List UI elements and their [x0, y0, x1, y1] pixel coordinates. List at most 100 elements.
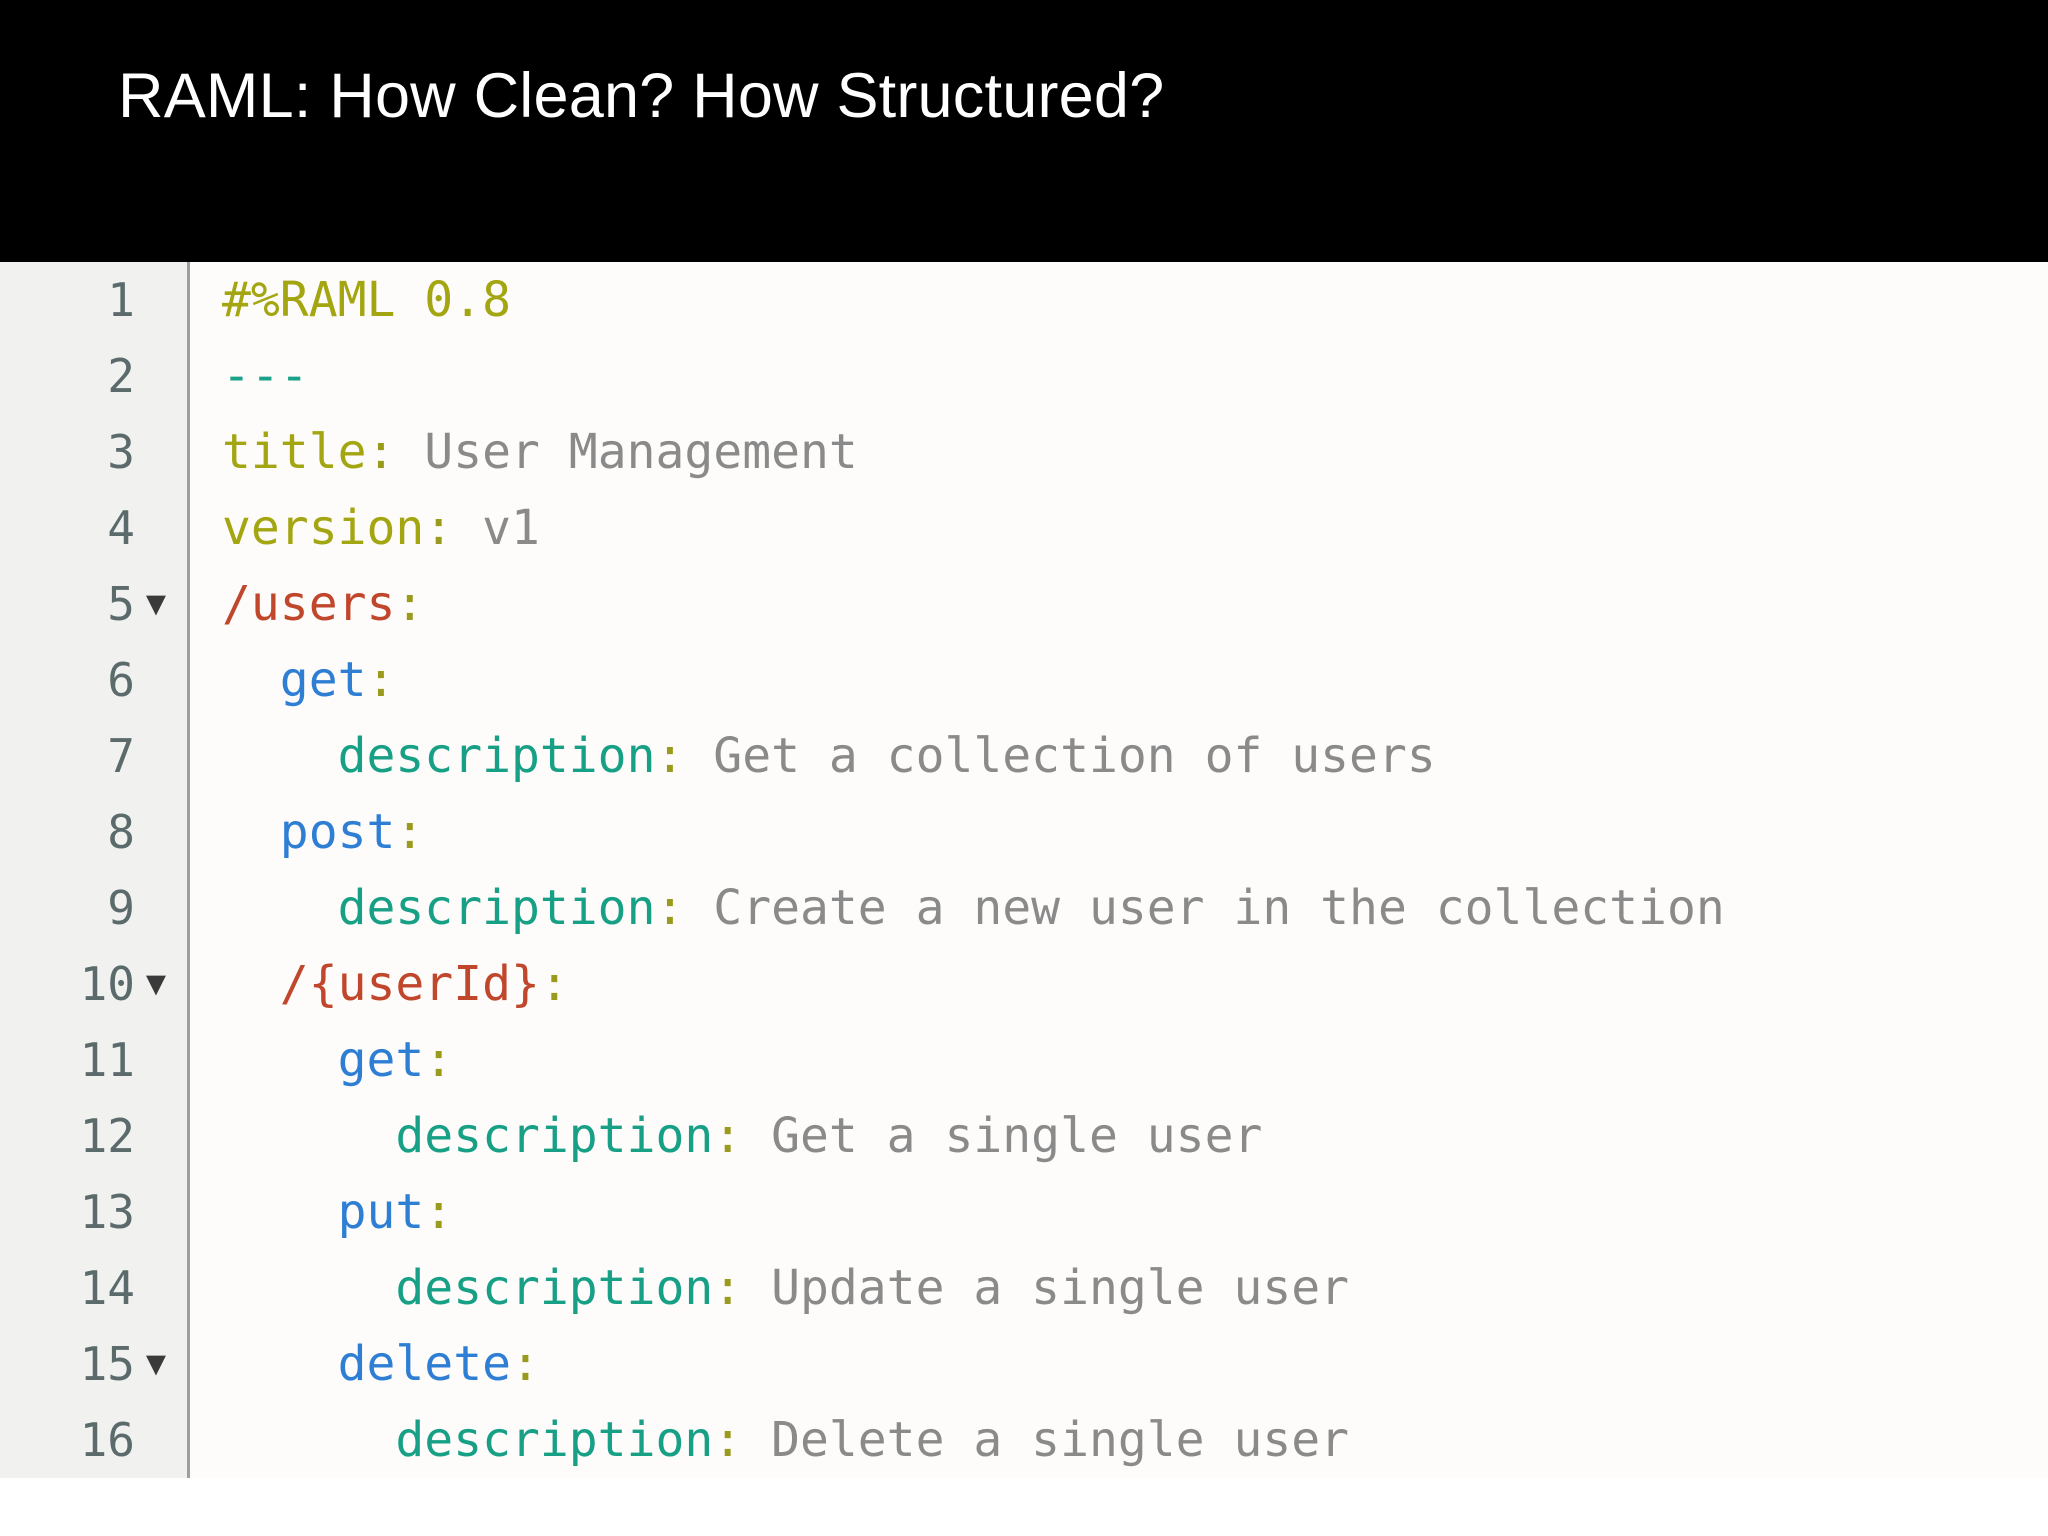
line-number: 6	[107, 653, 135, 707]
code-editor: 1▼#%RAML 0.82▼---3▼title: User Managemen…	[0, 262, 2048, 1478]
line-gutter[interactable]: 8▼	[0, 794, 190, 870]
line-gutter[interactable]: 3▼	[0, 414, 190, 490]
line-gutter[interactable]: 12▼	[0, 1098, 190, 1174]
line-gutter[interactable]: 2▼	[0, 338, 190, 414]
line-gutter[interactable]: 10▼	[0, 946, 190, 1022]
line-number: 1	[107, 273, 135, 327]
code-line[interactable]: 5▼ /users:	[0, 566, 2048, 642]
line-gutter[interactable]: 14▼	[0, 1250, 190, 1326]
line-gutter[interactable]: 13▼	[0, 1174, 190, 1250]
code-tokens: version: v1	[222, 504, 540, 552]
code-tokens: /users:	[222, 580, 424, 628]
code-tokens: description: Create a new user in the co…	[222, 884, 1725, 932]
line-gutter[interactable]: 4▼	[0, 490, 190, 566]
line-gutter[interactable]: 11▼	[0, 1022, 190, 1098]
code-line-text[interactable]: #%RAML 0.8	[190, 262, 2048, 338]
code-line-text[interactable]: description: Get a single user	[190, 1098, 2048, 1174]
fold-triangle-icon[interactable]: ▼	[139, 965, 173, 1003]
line-gutter[interactable]: 15▼	[0, 1326, 190, 1402]
code-token-desckey: description	[337, 880, 656, 936]
code-token-colon: :	[424, 1184, 454, 1240]
code-token-method: get	[279, 652, 367, 708]
code-line-text[interactable]: description: Update a single user	[190, 1250, 2048, 1326]
code-line[interactable]: 16▼ description: Delete a single user	[0, 1402, 2048, 1478]
code-line-text[interactable]: description: Delete a single user	[190, 1402, 2048, 1478]
line-gutter[interactable]: 6▼	[0, 642, 190, 718]
code-token-colon: :	[366, 424, 396, 480]
code-tokens: description: Get a single user	[222, 1112, 1262, 1160]
code-token-colon: :	[713, 1412, 743, 1468]
code-tokens: description: Update a single user	[222, 1264, 1349, 1312]
code-token-value: User Management	[395, 424, 858, 480]
code-line[interactable]: 15▼ delete:	[0, 1326, 2048, 1402]
code-line[interactable]: 10▼ /{userId}:	[0, 946, 2048, 1022]
code-token-desckey: description	[395, 1412, 714, 1468]
code-line-text[interactable]: delete:	[190, 1326, 2048, 1402]
code-line[interactable]: 7▼ description: Get a collection of user…	[0, 718, 2048, 794]
code-token-colon: :	[655, 880, 685, 936]
code-line-text[interactable]: /{userId}:	[190, 946, 2048, 1022]
line-gutter[interactable]: 16▼	[0, 1402, 190, 1478]
code-line-text[interactable]: ---	[190, 338, 2048, 414]
code-tokens: post:	[222, 808, 425, 856]
code-line[interactable]: 13▼ put:	[0, 1174, 2048, 1250]
code-token-method: post	[279, 804, 396, 860]
code-token-directive: #%RAML 0.8	[222, 272, 511, 328]
code-tokens: delete:	[222, 1340, 540, 1388]
code-line[interactable]: 14▼ description: Update a single user	[0, 1250, 2048, 1326]
code-line[interactable]: 4▼ version: v1	[0, 490, 2048, 566]
line-number: 12	[79, 1109, 135, 1163]
code-token-colon: :	[424, 1032, 454, 1088]
code-line[interactable]: 3▼title: User Management	[0, 414, 2048, 490]
code-line-text[interactable]: get:	[190, 1022, 2048, 1098]
code-token-colon: :	[539, 956, 569, 1012]
code-indent	[222, 1260, 395, 1316]
code-tokens: description: Get a collection of users	[222, 732, 1436, 780]
code-line[interactable]: 8▼ post:	[0, 794, 2048, 870]
code-line[interactable]: 11▼ get:	[0, 1022, 2048, 1098]
code-token-key: version	[222, 500, 425, 556]
code-token-desckey: description	[395, 1260, 714, 1316]
code-token-colon: :	[655, 728, 685, 784]
code-indent	[222, 880, 338, 936]
code-tokens: /{userId}:	[222, 960, 569, 1008]
line-gutter[interactable]: 9▼	[0, 870, 190, 946]
code-token-colon: :	[713, 1260, 743, 1316]
code-line-text[interactable]: /users:	[190, 566, 2048, 642]
code-indent	[222, 804, 280, 860]
code-indent	[222, 1032, 338, 1088]
line-number: 15	[79, 1337, 135, 1391]
code-line[interactable]: 1▼ #%RAML 0.8	[0, 262, 2048, 338]
title-band-right-extension	[1916, 0, 2048, 272]
code-line-text[interactable]: description: Get a collection of users	[190, 718, 2048, 794]
line-number: 11	[79, 1033, 135, 1087]
line-number: 13	[79, 1185, 135, 1239]
code-line[interactable]: 6▼ get:	[0, 642, 2048, 718]
line-gutter[interactable]: 7▼	[0, 718, 190, 794]
code-line[interactable]: 9▼ description: Create a new user in the…	[0, 870, 2048, 946]
line-number: 14	[79, 1261, 135, 1315]
code-line[interactable]: 12▼ description: Get a single user	[0, 1098, 2048, 1174]
fold-triangle-icon[interactable]: ▼	[139, 1345, 173, 1383]
fold-triangle-icon[interactable]: ▼	[139, 585, 173, 623]
code-line-text[interactable]: version: v1	[190, 490, 2048, 566]
code-line[interactable]: 2▼---	[0, 338, 2048, 414]
code-indent	[222, 1336, 338, 1392]
code-line-text[interactable]: put:	[190, 1174, 2048, 1250]
code-line-text[interactable]: title: User Management	[190, 414, 2048, 490]
code-tokens: description: Delete a single user	[222, 1416, 1349, 1464]
code-indent	[222, 728, 338, 784]
line-number: 7	[107, 729, 135, 783]
code-token-colon: :	[395, 576, 425, 632]
line-gutter[interactable]: 1▼	[0, 262, 190, 338]
code-token-value: Get a single user	[742, 1108, 1263, 1164]
code-line-text[interactable]: post:	[190, 794, 2048, 870]
line-number: 8	[107, 805, 135, 859]
code-token-method: get	[337, 1032, 425, 1088]
code-tokens: get:	[222, 656, 396, 704]
code-line-text[interactable]: description: Create a new user in the co…	[190, 870, 2048, 946]
line-gutter[interactable]: 5▼	[0, 566, 190, 642]
code-token-resource: /users	[222, 576, 396, 632]
line-number: 16	[79, 1413, 135, 1467]
code-line-text[interactable]: get:	[190, 642, 2048, 718]
